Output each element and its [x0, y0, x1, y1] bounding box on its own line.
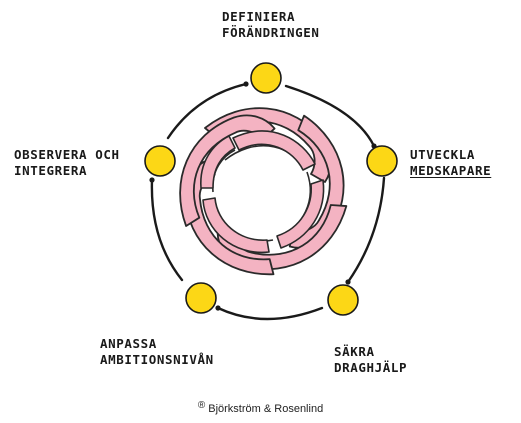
label-develop: Utveckla medskapare: [410, 147, 491, 179]
ring-arc-secure-adjust: [218, 308, 322, 319]
arrowhead: [149, 177, 154, 182]
label-adjust-line2: ambitionsnivån: [100, 352, 214, 368]
node-adjust: [186, 283, 216, 313]
ribbon-inner-fill: [201, 131, 324, 252]
label-define: Definiera förändringen: [222, 9, 320, 41]
label-adjust: Anpassa ambitionsnivån: [100, 336, 214, 368]
node-observe: [145, 146, 175, 176]
node-develop: [367, 146, 397, 176]
label-define-line2: förändringen: [222, 25, 320, 41]
arrowhead: [243, 81, 248, 86]
label-secure-line2: draghjälp: [334, 360, 407, 376]
label-observe-line2: integrera: [14, 163, 120, 179]
credit-text: Björkström & Rosenlind: [208, 403, 323, 415]
woven-ribbon-star: [160, 100, 362, 296]
ring-arc-develop-secure: [348, 178, 384, 282]
ring-arc-adjust-observe: [152, 180, 182, 280]
node-secure: [328, 285, 358, 315]
registered-symbol: ®: [198, 400, 205, 411]
node-define: [251, 63, 281, 93]
arrowhead: [215, 305, 220, 310]
label-secure-line1: Säkra: [334, 344, 407, 360]
label-define-line1: Definiera: [222, 9, 320, 25]
label-develop-line1: Utveckla: [410, 147, 491, 163]
label-observe-line1: Observera och: [14, 147, 120, 163]
label-observe: Observera och integrera: [14, 147, 120, 179]
label-adjust-line1: Anpassa: [100, 336, 214, 352]
credit-line: ® Björkström & Rosenlind: [0, 400, 521, 415]
label-secure: Säkra draghjälp: [334, 344, 407, 376]
label-develop-line2: medskapare: [410, 163, 491, 179]
arrowhead: [345, 279, 350, 284]
